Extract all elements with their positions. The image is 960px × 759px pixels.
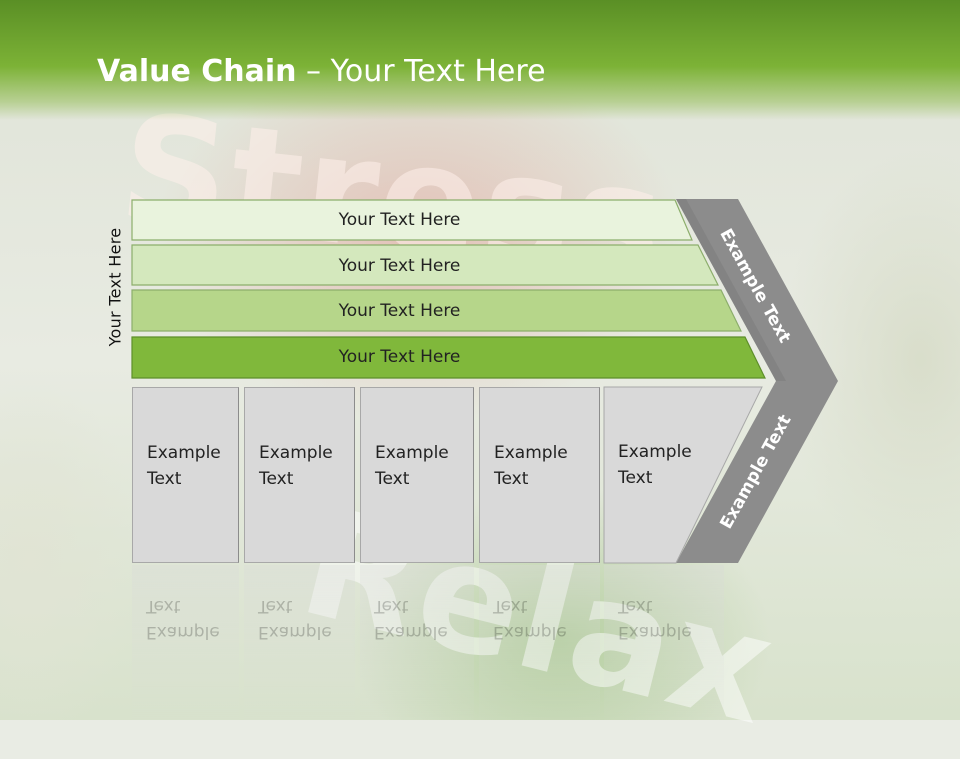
bar-1-shape xyxy=(131,199,693,241)
column-1-label: Example Text xyxy=(147,443,221,489)
bar-2-label: Your Text Here xyxy=(338,255,461,276)
column-5-label: Example Text xyxy=(618,442,692,488)
column-4: Example Text xyxy=(479,387,600,563)
column-2-label: Example Text xyxy=(259,443,333,489)
chevron-top-arm xyxy=(676,199,838,381)
bar-3-label: Your Text Here xyxy=(338,300,461,321)
slide-title-rest: – Your Text Here xyxy=(296,54,546,89)
bar-4-shape xyxy=(131,336,766,379)
bar-1-label: Your Text Here xyxy=(338,209,461,230)
column-3-label: Example Text xyxy=(375,443,449,489)
chevron-inner-shadow xyxy=(676,199,786,381)
column-2: Example Text xyxy=(244,387,355,563)
bar-4-label: Your Text Here xyxy=(338,346,461,367)
bar-3-shape xyxy=(131,289,742,332)
slide-title-bold: Value Chain xyxy=(97,54,297,89)
column-5: Example Text xyxy=(604,387,724,563)
value-chain-chevron xyxy=(676,199,838,563)
bar-2-shape xyxy=(131,244,719,286)
title-bar xyxy=(0,0,960,120)
column-5-shape xyxy=(603,386,763,564)
chevron-bottom-arm xyxy=(676,381,838,563)
activity-bars xyxy=(131,199,766,379)
column-4-label: Example Text xyxy=(494,443,568,489)
column-1: Example Text xyxy=(132,387,239,563)
column-3: Example Text xyxy=(360,387,474,563)
slide-title: Value Chain – Your Text Here xyxy=(97,54,546,89)
